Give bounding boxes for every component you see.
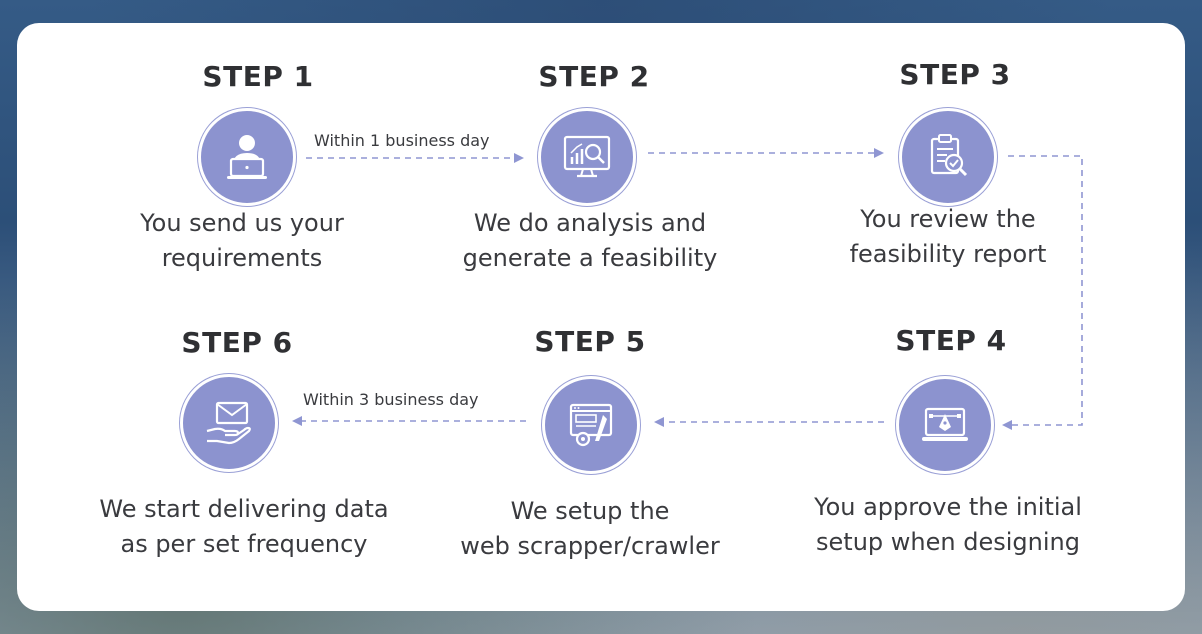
step-4-line-1: You approve the initial (814, 493, 1082, 521)
design-laptop-icon (922, 407, 968, 441)
step-1-line-2: requirements (161, 244, 323, 272)
step-1-description: You send us your requirements (82, 206, 402, 276)
step-6-line-1: We start delivering data (99, 495, 389, 523)
web-scraper-icon (569, 403, 613, 447)
step-5-description: We setup the web scrapper/crawler (430, 494, 750, 564)
envelope-hand-icon (206, 401, 251, 445)
step-6-line-2: as per set frequency (120, 530, 368, 558)
step-5-title: STEP 5 (534, 325, 646, 358)
step-5-line-1: We setup the (510, 497, 670, 525)
step-6-circle (180, 374, 278, 472)
step-4-line-2: setup when designing (816, 528, 1080, 556)
step-2-title: STEP 2 (538, 60, 650, 93)
step-4-title: STEP 4 (895, 324, 1007, 357)
step-5-circle (542, 376, 640, 474)
step-5-line-2: web scrapper/crawler (460, 532, 720, 560)
step-2-circle (538, 108, 636, 206)
person-laptop-icon (227, 135, 267, 179)
step-4-description: You approve the initial setup when desig… (788, 490, 1108, 560)
step-1-title: STEP 1 (202, 60, 314, 93)
analytics-monitor-icon (563, 135, 611, 178)
step-3-circle (899, 108, 997, 206)
connector-label-step5-step6: Within 3 business day (303, 390, 479, 409)
step-3-line-1: You review the (860, 205, 1036, 233)
step-1-line-1: You send us your (140, 209, 344, 237)
report-review-icon (930, 134, 968, 177)
step-3-line-2: feasibility report (849, 240, 1047, 268)
step-2-line-1: We do analysis and (473, 209, 707, 237)
step-3-title: STEP 3 (899, 58, 1011, 91)
step-3-description: You review the feasibility report (788, 202, 1108, 272)
step-2-description: We do analysis and generate a feasibilit… (430, 206, 750, 276)
step-2-line-2: generate a feasibility (462, 244, 718, 272)
step-4-circle (896, 376, 994, 474)
step-6-description: We start delivering data as per set freq… (84, 492, 404, 562)
step-6-title: STEP 6 (181, 326, 293, 359)
step-1-circle (198, 108, 296, 206)
connector-label-step1-step2: Within 1 business day (314, 131, 490, 150)
